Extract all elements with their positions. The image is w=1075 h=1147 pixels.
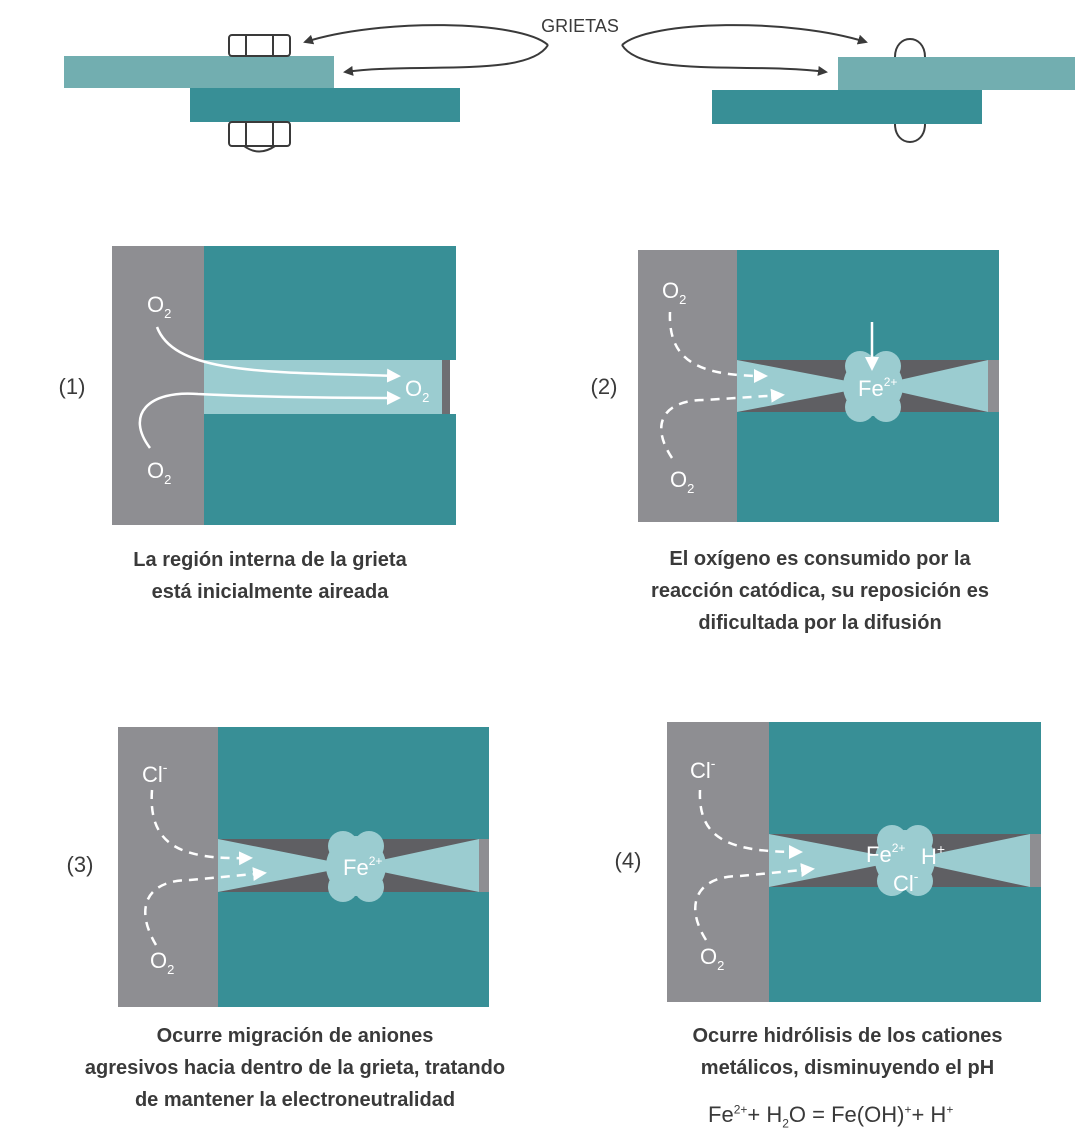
bolt-nut	[228, 121, 291, 153]
panel-3: Fe2+ Cl- O2	[118, 727, 489, 1007]
o2-top: O2	[662, 278, 686, 307]
panel-4-number: (4)	[615, 848, 642, 873]
o2-bottom: O2	[670, 467, 694, 496]
o2-bottom: O2	[147, 458, 171, 487]
o2-top: O2	[147, 292, 171, 321]
panel-3-caption: Ocurre migración de aniones agresivos ha…	[84, 1025, 506, 1111]
h-ion: H+	[921, 841, 945, 869]
fe2-ion: Fe2+	[343, 854, 382, 880]
panel-2-number: (2)	[591, 374, 618, 399]
cl-inner: Cl-	[893, 868, 919, 896]
cl-anion: Cl-	[142, 759, 168, 787]
rivet-head-bottom	[894, 123, 926, 143]
hydrolysis-equation: Fe2++ H2O = Fe(OH)++ H+	[708, 1102, 954, 1131]
top-label: GRIETAS	[541, 16, 619, 36]
o2-inner: O2	[405, 376, 429, 405]
label-arrows	[303, 24, 868, 76]
cl-anion: Cl-	[690, 755, 716, 783]
o2-bottom: O2	[150, 948, 174, 977]
fe2-ion: Fe2+	[858, 375, 897, 401]
riveted-joint	[712, 38, 1075, 143]
fe2-ion: Fe2+	[866, 841, 905, 867]
panel-2: Fe2+ O2 O2	[638, 250, 999, 522]
panel-2-caption: El oxígeno es consumido por la reacción …	[651, 548, 989, 634]
bolt-head	[228, 34, 291, 57]
bolted-joint	[64, 34, 460, 153]
o2-bottom: O2	[700, 944, 724, 973]
panel-1-caption: La región interna de la grieta está inic…	[133, 549, 407, 603]
panel-1: O2 O2 O2	[112, 246, 456, 525]
panel-4: Fe2+ H+ Cl- Cl- O2	[667, 722, 1041, 1002]
panel-4-caption: Ocurre hidrólisis de los cationes metáli…	[692, 1025, 1003, 1079]
panel-1-number: (1)	[59, 374, 86, 399]
rivet-head-top	[894, 38, 926, 58]
panel-3-number: (3)	[67, 852, 94, 877]
